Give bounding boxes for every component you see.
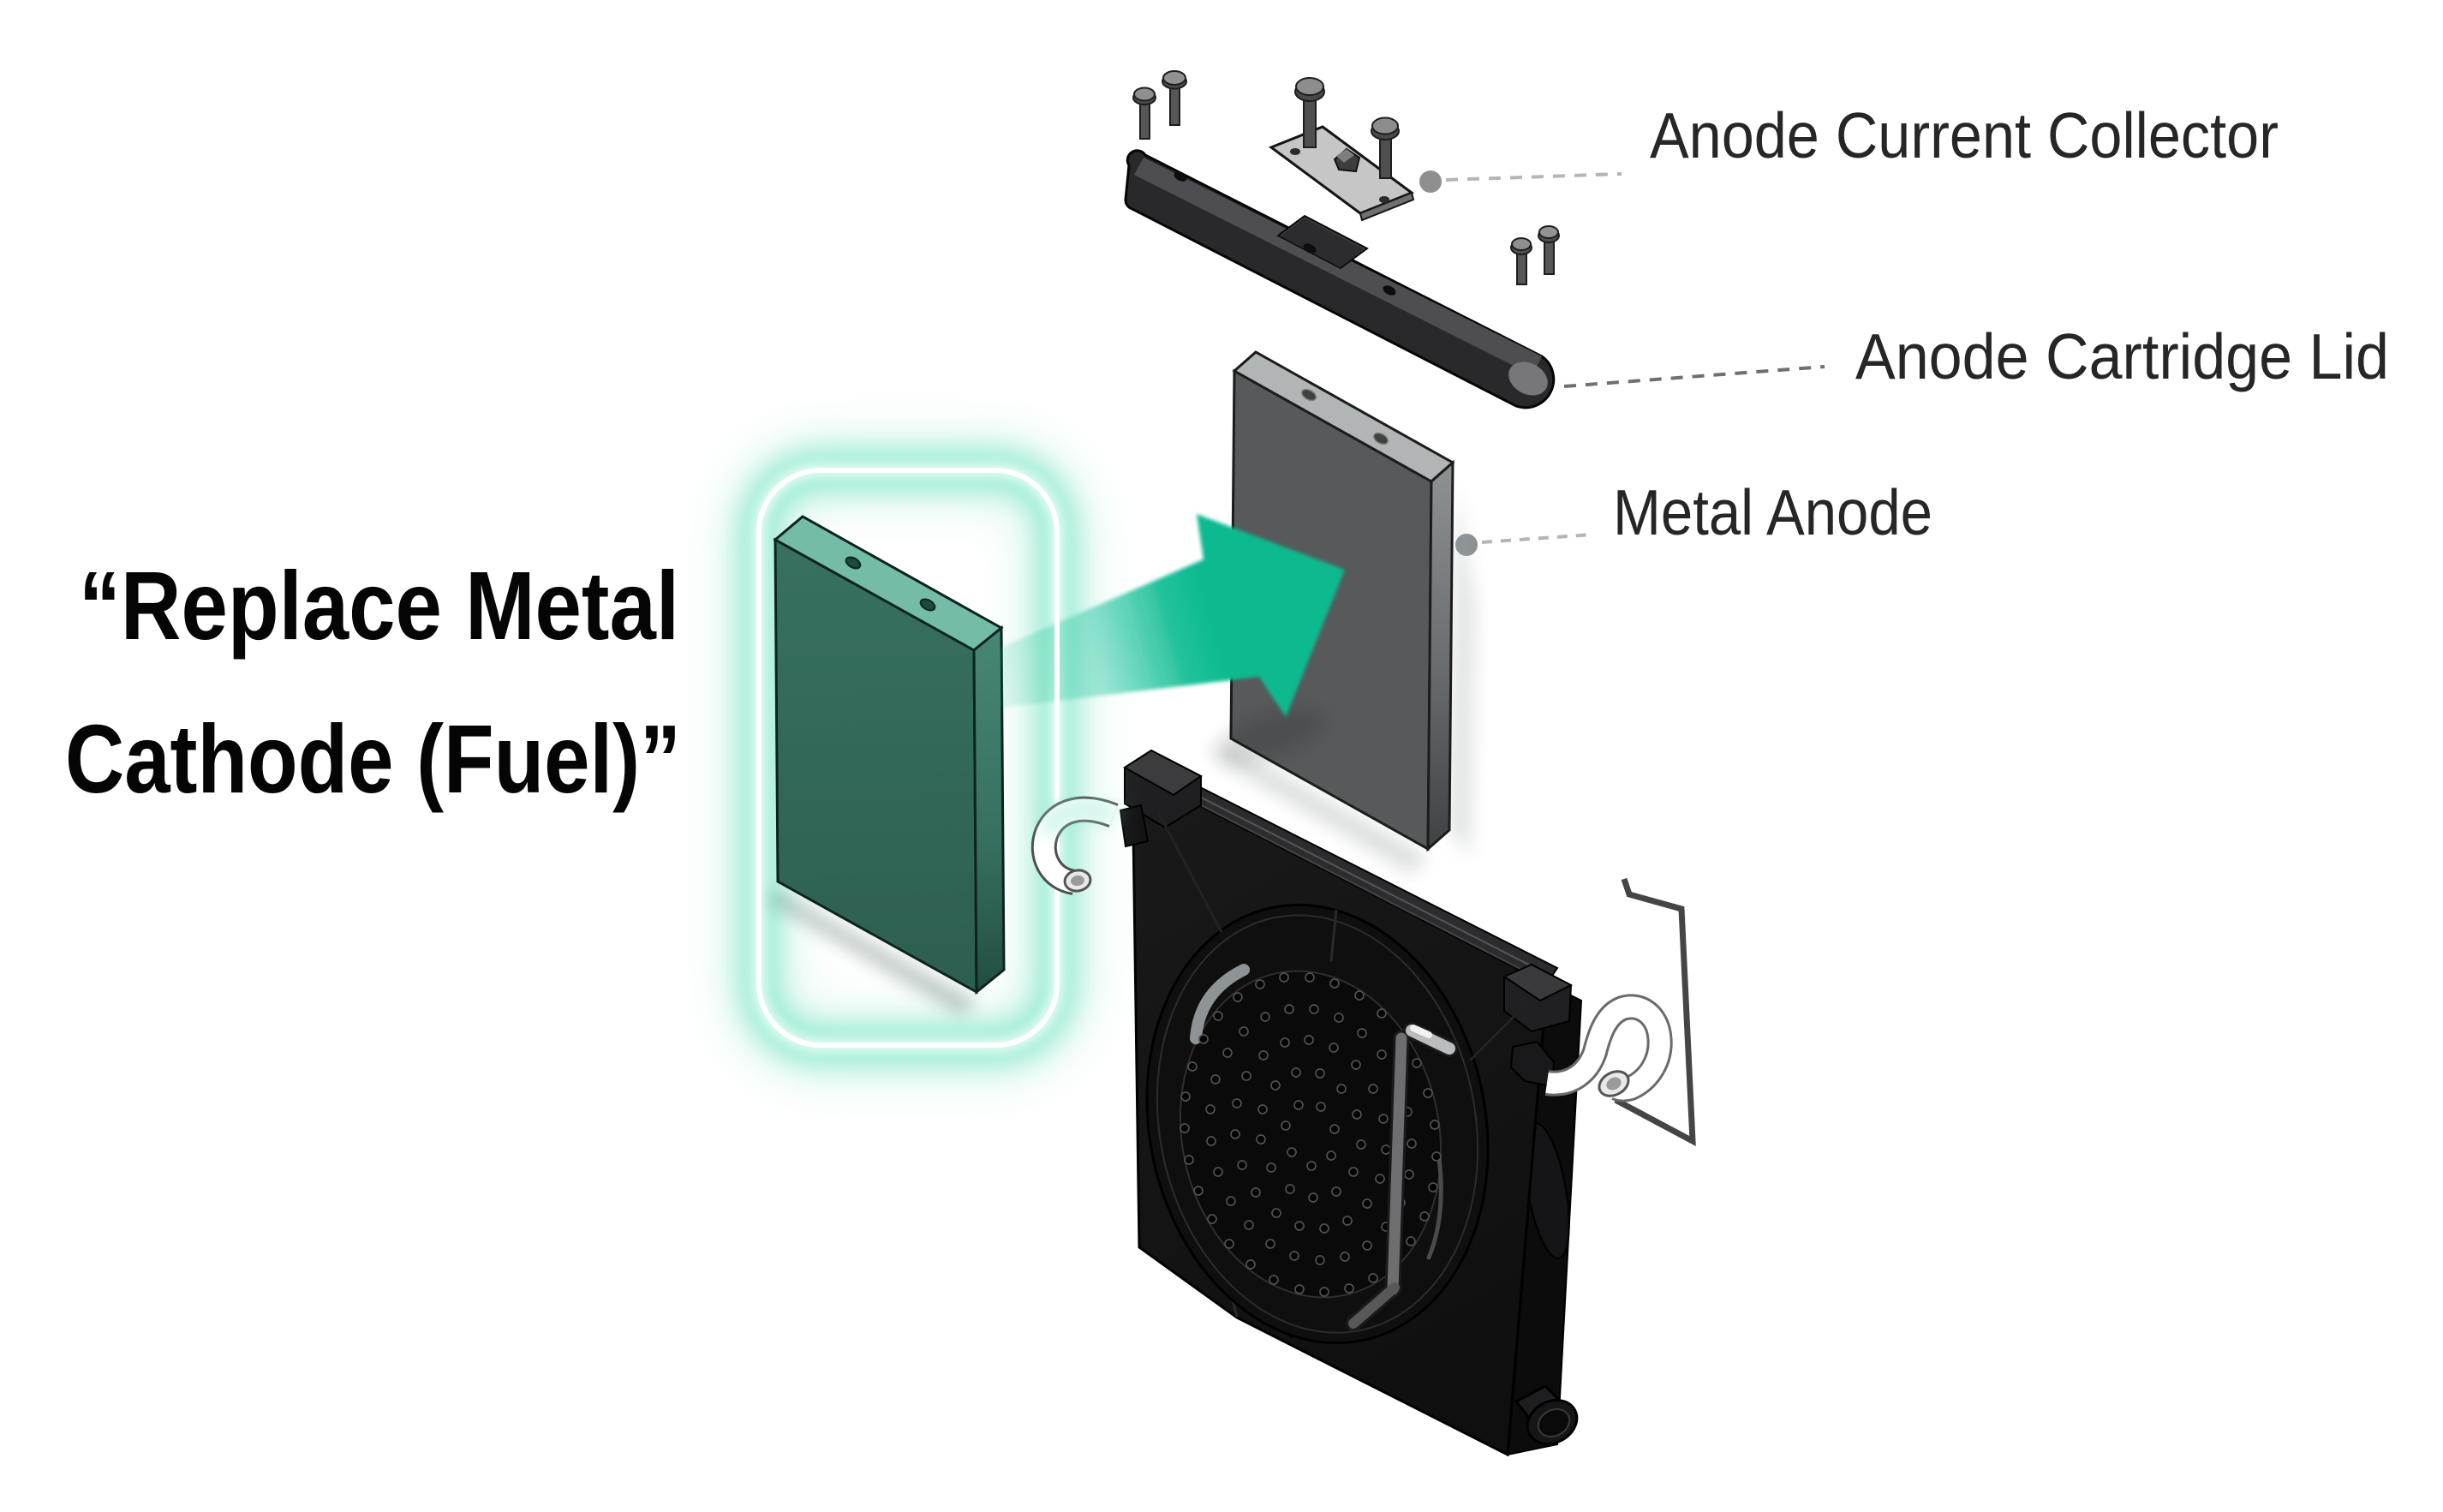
svg-text:Cathode (Fuel)”: Cathode (Fuel)”	[65, 705, 681, 813]
svg-text:Anode Cartridge Lid: Anode Cartridge Lid	[1855, 320, 2389, 392]
svg-text:“Replace Metal: “Replace Metal	[79, 552, 679, 660]
svg-text:Anode Current Collector: Anode Current Collector	[1650, 99, 2279, 171]
svg-text:Metal Anode: Metal Anode	[1613, 476, 1932, 548]
